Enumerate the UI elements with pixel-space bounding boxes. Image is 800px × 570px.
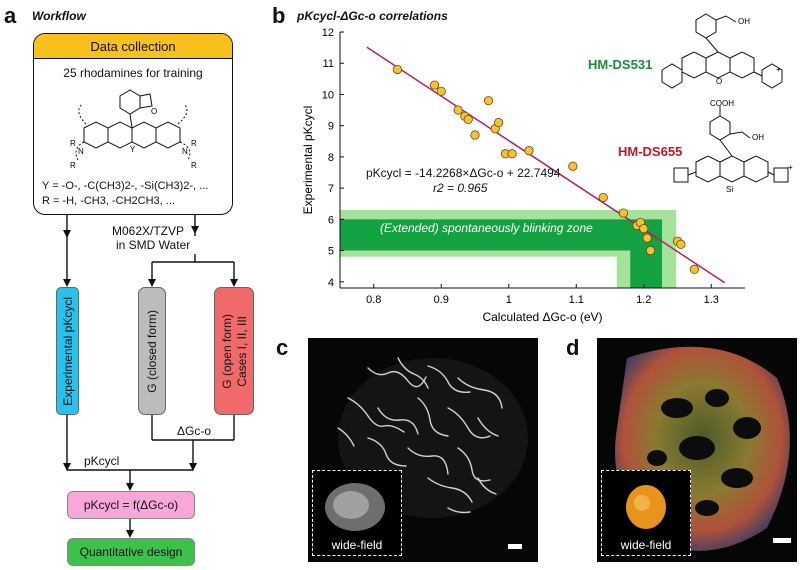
svg-text:OH: OH: [738, 17, 750, 26]
data-point: [642, 233, 652, 243]
open-form-cases: Cases I, II, III: [234, 315, 249, 387]
pk-cycl-label: pKcycl: [84, 454, 120, 468]
y-tick-label: 4: [328, 277, 334, 289]
svg-text:R: R: [70, 161, 76, 170]
data-point: [453, 105, 463, 115]
data-collection-header: Data collection: [34, 34, 232, 59]
compound-hm-ds655-label: HM-DS655: [618, 144, 683, 159]
panel-b-title: pKcycl-ΔGc-o correlations: [297, 9, 448, 23]
function-label: pKcycl = f(ΔGc-o): [83, 498, 179, 512]
data-point: [676, 239, 686, 249]
experimental-pk-box: Experimental pKcycl: [56, 287, 79, 415]
experimental-pk-label: Experimental pKcycl: [60, 296, 75, 406]
x-tick-label: 1.3: [704, 294, 719, 306]
y-tick-label: 6: [328, 214, 334, 226]
data-point: [494, 117, 504, 128]
x-tick-label: 1.2: [636, 294, 651, 306]
delta-g-label: ΔGc-o: [177, 424, 212, 438]
wide-field-label-d: wide-field: [620, 538, 672, 552]
method-line-2: in SMD Water: [116, 238, 191, 252]
x-tick-label: 0.9: [434, 294, 449, 306]
workflow-connectors: [63, 215, 238, 538]
data-point: [689, 264, 699, 274]
r-substituent-line: R = -H, -CH3, -CH2CH3, ...: [42, 195, 175, 207]
panel-a-letter: a: [4, 3, 17, 28]
panel-a-title: Workflow: [32, 9, 86, 23]
wide-field-inset-c: wide-field: [312, 470, 402, 556]
y-tick-label: 7: [328, 183, 334, 195]
y-tick-label: 11: [323, 58, 334, 70]
y-axis-label: Experimental pKcycl: [301, 106, 315, 215]
panel-b-letter: b: [272, 3, 286, 28]
svg-text:O: O: [716, 77, 722, 86]
closed-form-box: G (closed form): [138, 287, 166, 415]
y-tick-label: 10: [322, 89, 334, 101]
svg-text:R: R: [191, 161, 197, 170]
compound-hm-ds531-label: HM-DS531: [588, 57, 653, 72]
x-tick-label: 0.8: [366, 294, 381, 306]
data-point: [429, 80, 440, 90]
x-axis-label: Calculated ΔGc-o (eV): [482, 310, 602, 324]
hm-ds655-structure: COOH OH Si +: [673, 100, 793, 194]
data-point: [618, 208, 629, 218]
svg-text:Y: Y: [130, 145, 136, 154]
data-point: [463, 114, 473, 125]
scale-bar-c: [508, 544, 522, 549]
mitochondria-super-resolution-image: wide-field: [308, 338, 538, 562]
svg-text:R: R: [70, 139, 76, 148]
open-form-label: G (open form): [219, 313, 234, 389]
fit-equation: pKcycl = -14.2268×ΔGc-o + 22.7494: [366, 166, 561, 180]
y-substituent-line: Y = -O-, -C(CH3)2-, -Si(CH3)2-, ...: [42, 180, 209, 192]
method-line-1: M062X/TZVP: [112, 224, 185, 238]
x-tick-label: 1.1: [569, 294, 584, 306]
r-squared: r2 = 0.965: [433, 181, 488, 195]
svg-text:OH: OH: [752, 133, 764, 142]
y-tick-label: 9: [328, 121, 334, 133]
closed-form-label: G (closed form): [145, 309, 159, 393]
data-collection-subtitle: 25 rhodamines for training: [63, 66, 203, 80]
svg-text:+: +: [788, 163, 793, 172]
svg-text:Si: Si: [726, 185, 733, 194]
svg-text:O: O: [151, 107, 157, 116]
y-tick-label: 5: [328, 246, 334, 258]
zone-label: (Extended) spontaneously blinking zone: [380, 221, 593, 235]
function-box: pKcycl = f(ΔGc-o): [67, 491, 195, 519]
data-collection-box: Data collection 25 rhodamines for traini…: [33, 33, 233, 215]
rhodamine-scaffold-structure: O Y N N R R R R: [70, 89, 197, 170]
blinking-zone-dark: [340, 219, 662, 288]
open-form-box: G (open form) Cases I, II, III: [214, 287, 254, 415]
data-point: [392, 64, 402, 75]
data-point: [436, 86, 446, 96]
hm-ds531-structure: OH O +: [661, 13, 783, 89]
data-point: [524, 146, 534, 156]
svg-text:COOH: COOH: [710, 100, 734, 108]
wide-field-label-c: wide-field: [331, 538, 383, 552]
quantitative-design-label: Quantitative design: [79, 545, 183, 559]
wide-field-cell-drawing-c: [325, 483, 385, 531]
data-point: [507, 149, 517, 159]
scale-bar-d: [773, 538, 791, 543]
wide-field-inset-d: wide-field: [601, 470, 691, 556]
svg-text:R: R: [191, 139, 197, 148]
data-point: [483, 96, 494, 106]
y-tick-label: 8: [328, 152, 334, 164]
panel-c-letter: c: [276, 335, 289, 360]
data-point: [645, 245, 656, 256]
svg-text:N: N: [182, 147, 188, 156]
quantitative-design-box: Quantitative design: [67, 538, 195, 566]
svg-text:N: N: [78, 147, 84, 156]
wide-field-nucleus-drawing-d: [626, 485, 666, 529]
y-tick-label: 12: [322, 27, 334, 39]
fit-line: [366, 46, 726, 284]
data-point: [639, 224, 649, 234]
x-tick-label: 1: [506, 294, 512, 306]
data-point: [470, 130, 480, 140]
data-point: [568, 161, 578, 171]
svg-text:+: +: [776, 65, 781, 74]
live-cell-super-resolution-image: wide-field: [597, 338, 797, 562]
panel-d-letter: d: [566, 335, 580, 360]
data-point: [598, 192, 608, 203]
